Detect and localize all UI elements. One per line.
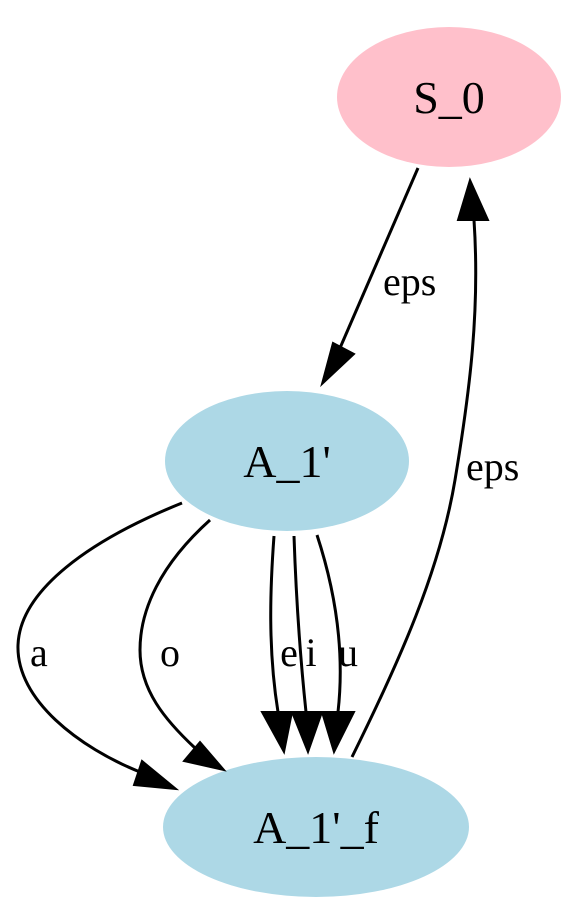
edge-a1-a1f-e-label: e xyxy=(280,630,298,675)
node-s0[interactable]: S_0 xyxy=(337,27,561,167)
edge-a1-a1f-o-label: o xyxy=(160,630,180,675)
edge-a1-a1f-a-label: a xyxy=(30,630,48,675)
edge-a1-a1f-u-label: u xyxy=(338,630,358,675)
edge-a1-a1f-e[interactable]: e xyxy=(260,535,298,755)
edge-a1-a1f-u[interactable]: u xyxy=(315,534,358,755)
edge-s0-a1-line xyxy=(338,167,420,349)
node-a1f-shape xyxy=(163,757,469,897)
node-s0-label: S_0 xyxy=(413,72,485,123)
edge-a1f-s0-arrowhead xyxy=(456,177,490,221)
edge-a1-a1f-o-line xyxy=(138,518,212,750)
edge-a1f-s0-label: eps xyxy=(466,444,519,489)
edge-a1-a1f-i-arrowhead xyxy=(290,711,324,755)
edge-a1-a1f-u-line xyxy=(315,534,342,713)
edge-a1-a1f-a-arrowhead xyxy=(132,759,180,791)
edge-a1f-s0-line xyxy=(350,219,478,758)
edge-a1-a1f-o[interactable]: o xyxy=(138,518,227,772)
edge-a1-a1f-i[interactable]: i xyxy=(290,535,324,755)
edge-a1-a1f-e-line xyxy=(269,535,280,713)
node-s0-shape xyxy=(337,27,561,167)
edge-s0-a1-label: eps xyxy=(383,259,436,304)
edge-a1-a1f-u-arrowhead xyxy=(320,711,356,755)
edge-a1-a1f-i-line xyxy=(292,535,308,713)
edge-a1-a1f-e-arrowhead xyxy=(260,711,294,755)
node-a1f-label: A_1'_f xyxy=(253,802,380,853)
node-a1f[interactable]: A_1'_f xyxy=(163,757,469,897)
node-a1[interactable]: A_1' xyxy=(165,391,409,531)
edge-a1f-s0[interactable]: eps xyxy=(350,177,519,758)
edge-s0-a1[interactable]: eps xyxy=(320,167,436,388)
edge-a1-a1f-i-label: i xyxy=(305,630,316,675)
edge-a1-a1f-a-line xyxy=(16,501,183,774)
edge-s0-a1-arrowhead xyxy=(320,341,356,388)
edge-a1-a1f-o-arrowhead xyxy=(182,740,227,772)
node-a1-label: A_1' xyxy=(243,436,331,487)
node-a1-shape xyxy=(165,391,409,531)
edge-a1-a1f-a[interactable]: a xyxy=(16,501,183,791)
